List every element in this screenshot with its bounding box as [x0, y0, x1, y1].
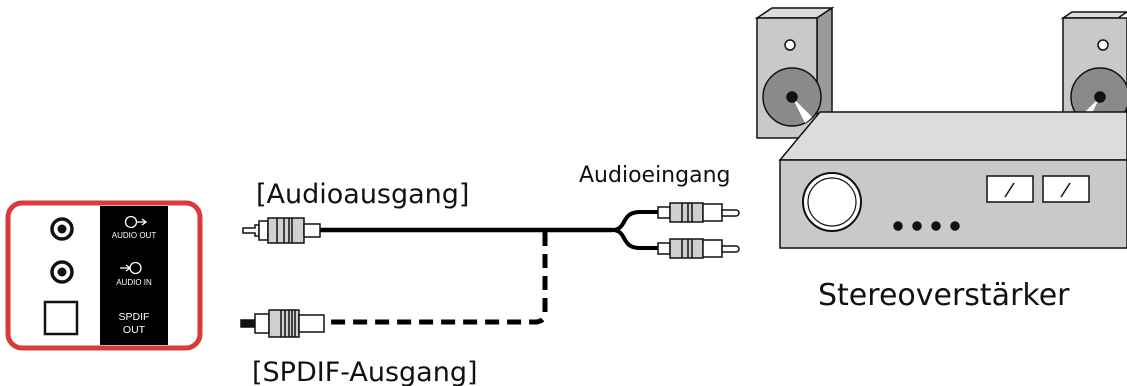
spdif-output-label: [SPDIF-Ausgang] — [252, 357, 478, 386]
spdif-label-line2: OUT — [123, 324, 146, 336]
audio-in-plug-left-channel — [657, 202, 740, 223]
audio-input-label: Audioeingang — [579, 163, 730, 188]
audio-out-arrow-icon — [124, 215, 148, 229]
label-strip — [100, 206, 168, 345]
audio-out-jack — [50, 217, 74, 241]
stereo-amplifier — [778, 111, 1127, 249]
connector-panel: AUDIO OUT AUDIO IN SPDIF OUT — [5, 200, 203, 351]
audio-in-jack — [50, 260, 74, 284]
audio-in-plug-right-channel — [657, 238, 740, 259]
spdif-label-line1: SPDIF — [119, 311, 150, 323]
audio-in-arrow-icon — [120, 261, 142, 275]
spdif-port — [43, 300, 79, 336]
spdif-cable — [240, 232, 548, 338]
audio-in-label: AUDIO IN — [116, 278, 152, 287]
audio-out-plug — [242, 217, 321, 244]
audio-cable — [242, 202, 740, 259]
left-speaker — [754, 6, 835, 140]
right-meter — [1042, 175, 1090, 203]
audio-output-label: [Audioausgang] — [256, 179, 469, 210]
amplifier-label: Stereoverstärker — [818, 278, 1070, 313]
spdif-plug — [240, 309, 325, 338]
audio-out-label: AUDIO OUT — [112, 231, 157, 240]
